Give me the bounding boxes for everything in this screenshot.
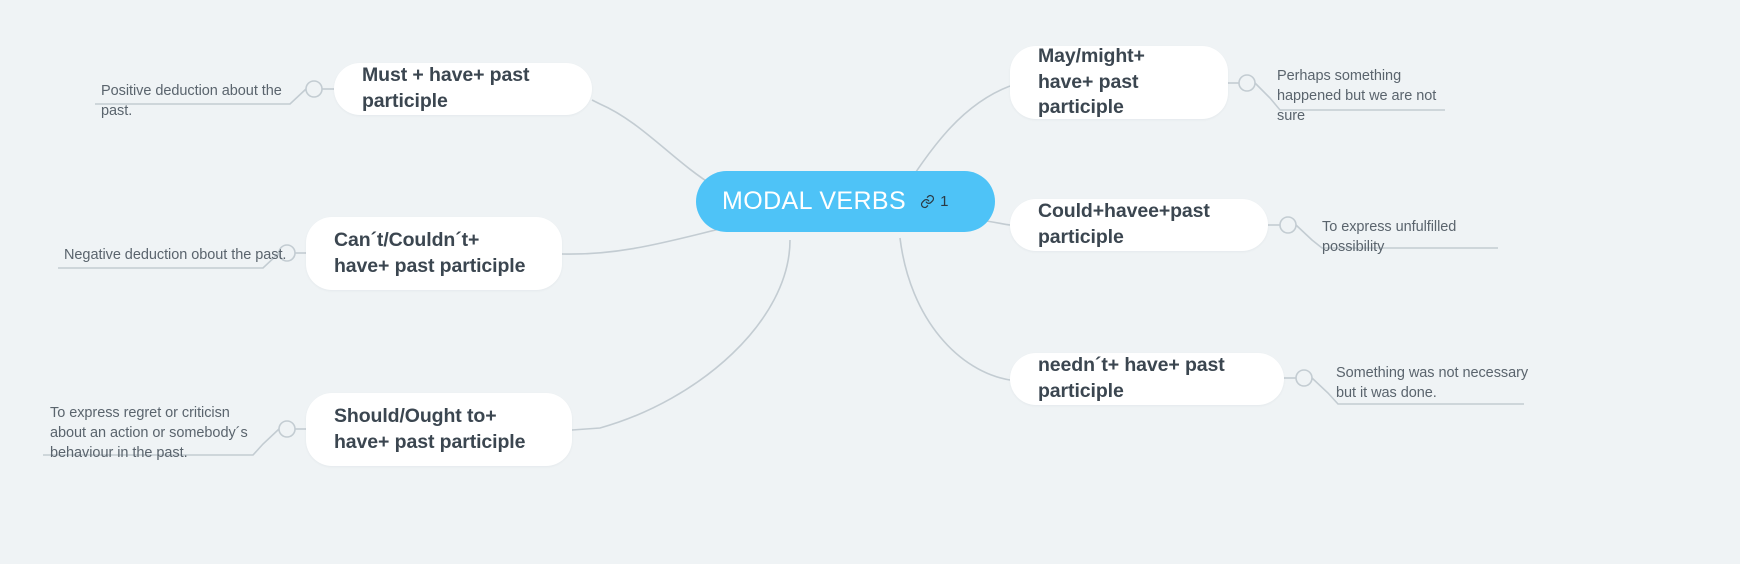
leaf-must-description: Positive deduction about the past.: [101, 83, 282, 119]
node-should-ought-label: Should/Ought to+ have+ past participle: [334, 404, 526, 453]
node-must[interactable]: Must + have+ past participle: [334, 63, 592, 115]
node-may-might-label: May/might+ have+ past participle: [1038, 44, 1145, 119]
node-neednt[interactable]: needn´t+ have+ past participle: [1010, 353, 1284, 405]
node-cant-couldnt-label: Can´t/Couldn´t+ have+ past participle: [334, 228, 526, 277]
leaf-could-description: To express unfulfilled possibility: [1322, 219, 1457, 255]
leaf-may-might-description: Perhaps something happened but we are no…: [1277, 68, 1437, 124]
root-link-count: 1: [940, 193, 949, 210]
node-must-label: Must + have+ past participle: [362, 64, 530, 112]
node-could-label: Could+havee+past participle: [1038, 200, 1210, 248]
leaf-cant-couldnt-description: Negative deduction obout the past.: [64, 247, 287, 263]
leaf-should-ought-description: To express regret or criticisn about an …: [50, 405, 248, 461]
root-node-label: MODAL VERBS: [722, 187, 907, 215]
node-should-ought[interactable]: Should/Ought to+ have+ past participle: [306, 393, 572, 466]
leaf-neednt-description: Something was not necessary but it was d…: [1336, 365, 1529, 401]
node-could[interactable]: Could+havee+past participle: [1010, 199, 1268, 251]
node-may-might[interactable]: May/might+ have+ past participle: [1010, 44, 1228, 119]
link-icon: [920, 194, 935, 209]
root-node[interactable]: MODAL VERBS 1: [696, 171, 995, 232]
node-neednt-label: needn´t+ have+ past participle: [1038, 354, 1225, 402]
root-link-badge[interactable]: 1: [920, 193, 949, 210]
node-cant-couldnt[interactable]: Can´t/Couldn´t+ have+ past participle: [306, 217, 562, 290]
